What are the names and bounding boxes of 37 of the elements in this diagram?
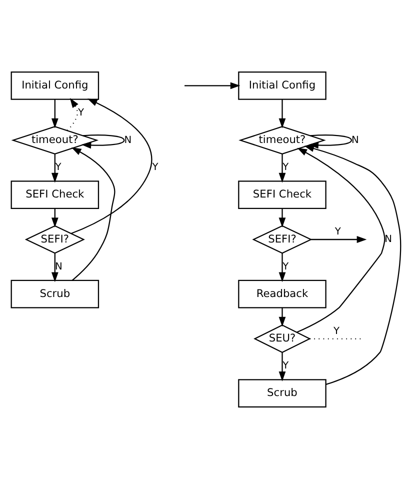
node-diamond: SEU? <box>254 324 311 354</box>
connector <box>310 338 364 340</box>
edge-label: N <box>352 134 359 146</box>
arrow <box>278 308 286 327</box>
arrow <box>51 253 58 282</box>
node-box: Initial Config <box>10 71 100 100</box>
edge-label: N <box>384 234 392 246</box>
arrow <box>70 98 152 234</box>
arrow <box>184 82 240 90</box>
node-diamond: SEFI? <box>24 225 85 254</box>
arrow <box>310 236 367 243</box>
arrow <box>51 100 58 128</box>
arrow <box>51 154 58 183</box>
edge-label: Y <box>55 162 62 174</box>
arrow <box>304 145 402 385</box>
edge-label: Y <box>78 108 84 119</box>
edge-label: N <box>124 134 132 146</box>
arrow <box>66 98 78 131</box>
arrow <box>278 100 286 128</box>
arrow <box>278 208 286 228</box>
node-box: Readback <box>238 280 326 308</box>
edge-label: Y <box>152 162 158 174</box>
node-diamond: SEFI? <box>252 225 312 254</box>
edge-label: N <box>55 261 62 272</box>
edge-label: Y <box>334 226 341 238</box>
node-box: Scrub <box>10 280 100 308</box>
arrow <box>71 147 116 281</box>
arrow <box>296 148 386 333</box>
node-box: SEFI Check <box>238 180 326 209</box>
arrow <box>51 208 58 228</box>
arrow <box>81 134 125 149</box>
node-diamond: timeout? <box>238 126 326 154</box>
arrow <box>308 134 352 149</box>
node-box: Scrub <box>238 379 326 408</box>
node-box: SEFI Check <box>10 180 100 209</box>
edge-label: Y <box>334 326 340 337</box>
node-box: Initial Config <box>238 71 326 100</box>
